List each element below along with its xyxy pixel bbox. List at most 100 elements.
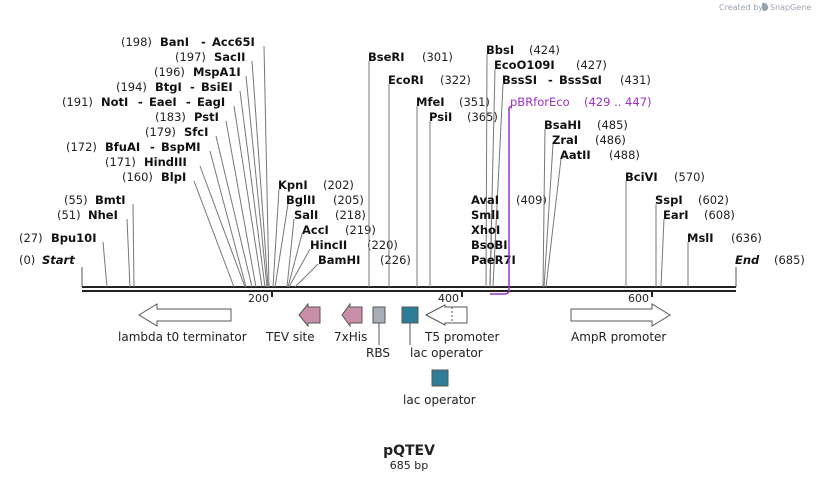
enzyme-name: BsoBI	[471, 238, 508, 252]
site-sspi: SspI (602)	[655, 193, 729, 207]
site-pos: (179)	[145, 125, 176, 139]
enzyme-name: BanI	[160, 35, 189, 49]
enzyme-name: MspA1I	[193, 65, 241, 79]
feature-t5-promoter[interactable]: T5 promoter	[424, 304, 500, 344]
feature-label: AmpR promoter	[571, 330, 666, 344]
feature-tev-site[interactable]: TEV site	[265, 302, 321, 344]
site-pos: (183)	[155, 110, 186, 124]
site-mspa1i: (196) MspA1I	[154, 65, 241, 79]
site-pos: (27)	[19, 231, 43, 245]
end-pos: (685)	[774, 253, 805, 267]
enzyme-name: EagI	[197, 95, 225, 109]
site-bamhi: BamHI (226)	[318, 253, 411, 267]
map-length: 685 bp	[390, 459, 428, 472]
left-site-labels: (198) BanI - Acc65I (197) SacII (196) Ms…	[19, 35, 255, 245]
svg-text:-: -	[201, 35, 206, 49]
site-pos: (172)	[66, 140, 97, 154]
site-pos: (636)	[731, 231, 762, 245]
feature-label: 7xHis	[334, 330, 367, 344]
feature-ampr-promoter[interactable]: AmpR promoter	[570, 303, 671, 344]
site-pos: (351)	[459, 95, 490, 109]
enzyme-name: BciVI	[625, 170, 658, 184]
feature-lambda-terminator[interactable]: lambda t0 terminator	[118, 303, 247, 344]
center-labels: BseRI (301) EcoRI (322) MfeI (351) PsiI …	[368, 50, 498, 124]
primer-name: pBRforEco	[510, 95, 570, 109]
enzyme-name: BsiEI	[201, 80, 233, 94]
site-pos: (196)	[154, 65, 185, 79]
feature-rbs[interactable]: RBS	[366, 306, 390, 360]
right-center-labels: BbsI (424) EcoO109I (427) BssSI - BssSαI…	[471, 43, 651, 267]
enzyme-name: KpnI	[278, 178, 308, 192]
site-pos: (198)	[121, 35, 152, 49]
enzyme-name: SalI	[294, 208, 318, 222]
enzyme-name: SacII	[214, 50, 245, 64]
enzyme-name: BssSI	[502, 73, 537, 87]
ruler: 200 400 600	[248, 291, 653, 305]
enzyme-name: SmlI	[471, 208, 500, 222]
site-pos: (226)	[380, 253, 411, 267]
site-pos: (486)	[595, 133, 626, 147]
feature-label: lac operator	[410, 346, 483, 360]
map-title: pQTEV	[383, 443, 435, 459]
mid-left-labels: KpnI (202) BglII (205) SalI (218) AccI (…	[278, 178, 411, 267]
snapgene-logo-icon	[762, 2, 769, 12]
site-pos: (608)	[704, 208, 735, 222]
right-center-leaders	[485, 53, 504, 288]
enzyme-name: PstI	[194, 110, 219, 124]
enzyme-name: HincII	[310, 238, 347, 252]
left-site-cluster	[102, 45, 270, 288]
tick-label-600: 600	[628, 292, 649, 305]
enzyme-name: PsiI	[429, 110, 452, 124]
site-pos: (427)	[576, 58, 607, 72]
enzyme-name: SfcI	[184, 125, 208, 139]
enzyme-name: HindIII	[144, 155, 187, 169]
enzyme-name: BssSαI	[559, 73, 602, 87]
enzyme-name: AccI	[302, 223, 329, 237]
feature-7xhis[interactable]: 7xHis	[334, 302, 367, 344]
site-sfci: (179) SfcI	[145, 125, 208, 139]
feature-lac-operator-1[interactable]: lac operator	[401, 306, 483, 360]
enzyme-name: AvaI	[471, 193, 499, 207]
site-psti: (183) PstI	[155, 110, 219, 124]
enzyme-name: BmtI	[95, 193, 126, 207]
enzyme-name: MfeI	[416, 95, 445, 109]
site-pos: (191)	[62, 95, 93, 109]
feature-label: TEV site	[265, 330, 315, 344]
site-pos: (365)	[467, 110, 498, 124]
site-bfuai: (172) BfuAI - BspMI	[66, 140, 201, 154]
site-hindiii: (171) HindIII	[105, 155, 187, 169]
feature-label: lambda t0 terminator	[118, 330, 247, 344]
site-acci: AccI (219)	[302, 223, 376, 237]
site-pos: (431)	[620, 73, 651, 87]
created-by-label: Created by	[719, 3, 763, 12]
site-pos: (570)	[674, 170, 705, 184]
site-pos: (322)	[440, 73, 471, 87]
site-bpu10i: (27) Bpu10I	[19, 231, 96, 245]
enzyme-name: BlpI	[161, 170, 186, 184]
feature-lac-operator-2[interactable]: lac operator	[403, 369, 476, 407]
site-pos: (197)	[175, 50, 206, 64]
site-nhei: (51) NheI	[57, 208, 118, 222]
enzyme-name: EcoO109I	[494, 58, 555, 72]
site-pos: (194)	[116, 80, 147, 94]
site-bcivi: BciVI (570)	[625, 170, 705, 184]
site-bseri: BseRI (301)	[368, 50, 453, 64]
enzyme-name: AatII	[560, 148, 591, 162]
site-psii: PsiI (365)	[429, 110, 498, 124]
center-leaders	[368, 61, 431, 287]
site-eari: EarI (608)	[663, 208, 735, 222]
site-bsssi: BssSI - BssSαI (431)	[502, 73, 651, 87]
primer-pbrforeco[interactable]: pBRforEco (429 .. 447)	[490, 95, 652, 295]
end-marker: End (685)	[735, 253, 805, 287]
site-pos: (51)	[57, 208, 81, 222]
site-pos: (488)	[609, 148, 640, 162]
site-bsahi: BsaHI (485)	[544, 118, 628, 132]
enzyme-name: NotI	[101, 95, 128, 109]
enzyme-name: EarI	[663, 208, 689, 222]
site-pos: (55)	[64, 193, 88, 207]
enzyme-name: BbsI	[486, 43, 514, 57]
site-noti: (191) NotI - EaeI - EagI	[62, 95, 225, 109]
feature-label: RBS	[366, 346, 390, 360]
site-pos: (205)	[333, 193, 364, 207]
